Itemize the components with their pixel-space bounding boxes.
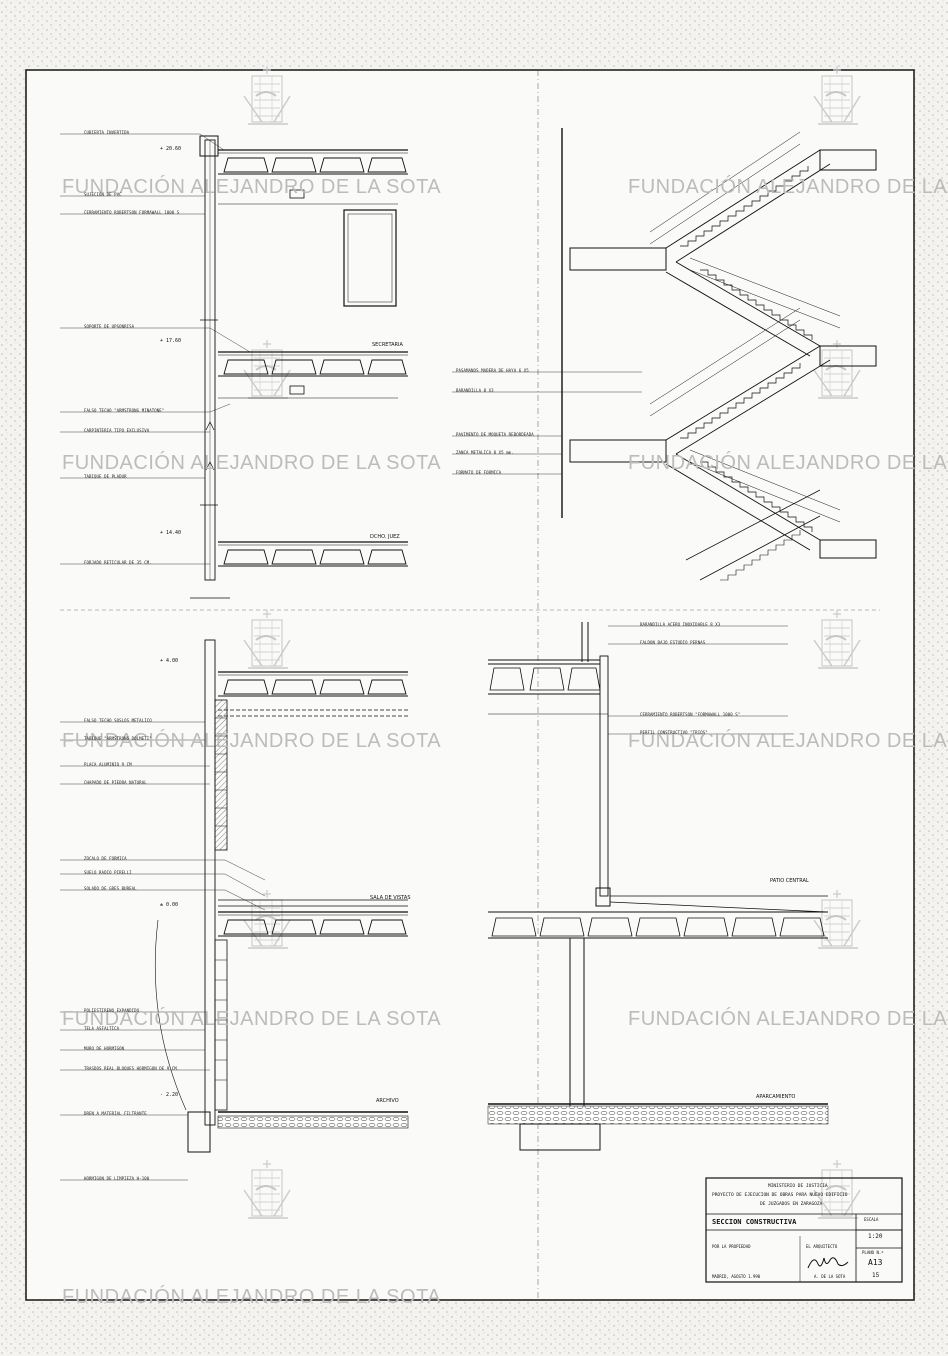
level-mark: + 20.60 xyxy=(160,146,182,152)
place-date: MADRID, AGOSTO 1.990 xyxy=(712,1274,761,1279)
drawing-area xyxy=(26,70,914,1300)
property-label: POR LA PROPIEDAD xyxy=(712,1244,751,1249)
annotation-label: ZANCA METALICA 8 X5 mm. xyxy=(456,450,514,455)
annotation-label: CUBIERTA INVERTIDA xyxy=(84,130,130,135)
stair-section xyxy=(452,128,877,581)
title-block-frame xyxy=(705,1177,903,1283)
scale-value: 1:20 xyxy=(868,1233,883,1240)
watermark-text: FUNDACIÓN ALEJANDRO DE LA SOTA xyxy=(62,730,442,752)
watermark-text: FUNDACIÓN ALEJANDRO DE LA SOTA xyxy=(628,730,948,752)
annotation-label: HORMIGON DE LIMPIEZA H-100 xyxy=(84,1176,150,1181)
lower-right-section xyxy=(487,622,829,1151)
annotation-label: FORMATO DE FORMICA xyxy=(456,470,502,475)
annotation-label: SUJECION DE PVC xyxy=(84,192,122,197)
watermark-text: FUNDACIÓN ALEJANDRO DE LA SOTA xyxy=(62,1286,442,1308)
annotation-label: PASAMANOS MADERA DE HAYA 6 X5 xyxy=(456,368,529,373)
annotation-label: FALSO TECHO "ARMSTRONG MINATONE" xyxy=(84,408,165,413)
level-mark: + 17.60 xyxy=(160,338,182,344)
room-label-sala-vistas: SALA DE VISTAS xyxy=(370,895,411,901)
room-label-aparcamiento: APARCAMIENTO xyxy=(756,1094,796,1100)
scale-label: ESCALA xyxy=(864,1217,879,1222)
annotation-label: TRASDOS REAL BLOQUES HORMIGON DE 9 CM. xyxy=(84,1066,180,1071)
annotation-label: TABIQUE DE PLADUR xyxy=(84,474,127,479)
annotation-label: FALSO TECHO SOSLOS METALICO xyxy=(84,718,152,723)
title-block-project-line2: DE JUZGADOS EN ZARAGOZA xyxy=(760,1202,823,1207)
watermark-text: FUNDACIÓN ALEJANDRO DE LA SOTA xyxy=(62,1008,442,1030)
annotation-label: CERRAMIENTO ROBERTSON FORMAWALL 1000 S xyxy=(84,210,180,215)
annotation-label: CARPINTERIA TIPO EXCLUSIVA xyxy=(84,428,150,433)
annotation-label: CHAPADO DE PIEDRA NATURAL xyxy=(84,780,147,785)
annotation-label: SOPORTE DE UPSONRISA xyxy=(84,324,135,329)
level-mark: + 14.40 xyxy=(160,530,182,536)
annotation-label: TABIQUE "ARMSTRONG DOLMETI" xyxy=(84,736,152,741)
architect-name: A. DE LA SOTA xyxy=(814,1274,846,1279)
annotation-label: PERFIL CONSTRUCTIVO "TRIOS" xyxy=(640,730,708,735)
sheet-number: 15 xyxy=(872,1272,880,1279)
annotation-label: SUELO RADIO PIRELLI xyxy=(84,870,132,875)
annotation-label: ZOCALO DE FORMICA xyxy=(84,856,127,861)
door-elevation xyxy=(343,209,397,307)
room-label-secretaria: SECRETARIA xyxy=(372,342,403,348)
annotation-label: POLIESTIRENO EXPANDIDO xyxy=(84,1008,140,1013)
annotation-label: MURO DE HORMIGON xyxy=(84,1046,125,1051)
annotation-label: FALDON BAJO ESTUDIO PERNAS xyxy=(640,640,706,645)
level-mark: ± 0.00 xyxy=(160,902,179,908)
annotation-label: PAVIMENTO DE MOQUETA REBORDEADA xyxy=(456,432,534,437)
upper-left-section xyxy=(60,133,409,599)
lower-left-section xyxy=(60,639,409,1181)
watermark-text: FUNDACIÓN ALEJANDRO DE LA SOTA xyxy=(62,452,442,474)
sheet-border xyxy=(25,69,915,1301)
level-mark: + 4.00 xyxy=(160,658,179,664)
title-block-ministry: MINISTERIO DE JUSTICIA xyxy=(768,1184,828,1189)
level-mark: - 2.20 xyxy=(160,1092,179,1098)
watermark-text: FUNDACIÓN ALEJANDRO DE LA SOTA xyxy=(62,176,442,198)
watermark-text: FUNDACIÓN ALEJANDRO DE LA SOTA xyxy=(628,452,948,474)
annotation-label: TELA ASFALTICA xyxy=(84,1026,120,1031)
annotation-label: PLACA ALUMINIO 9 CM xyxy=(84,762,132,767)
annotation-label: FORJADO RETICULAR DE 35 CM. xyxy=(84,560,152,565)
drawing-title: SECCION CONSTRUCTIVA xyxy=(712,1218,797,1226)
annotation-label: CERRAMIENTO ROBERTSON "FORMAWALL 1000 S" xyxy=(640,712,741,717)
annotation-label: BARANDILLA ACERO INOXIDABLE 8 X3 xyxy=(640,622,721,627)
watermark-text: FUNDACIÓN ALEJANDRO DE LA SOTA xyxy=(628,1008,948,1030)
plan-number: A13 xyxy=(868,1258,883,1267)
architect-label: EL ARQUITECTO xyxy=(806,1244,838,1249)
room-label-patio-central: PATIO CENTRAL xyxy=(770,878,809,884)
plan-label: PLANO N.º xyxy=(862,1250,884,1255)
annotation-label: BARANDILLA 8 X3 xyxy=(456,388,494,393)
title-block-project-line1: PROYECTO DE EJECUCION DE OBRAS PARA NUEV… xyxy=(712,1193,848,1198)
room-label-dcho-juez: DCHO. JUEZ xyxy=(370,534,400,540)
architect-signature xyxy=(807,1257,849,1269)
annotation-label: DREN A MATERIAL FILTRANTE xyxy=(84,1111,147,1116)
room-label-archivo: ARCHIVO xyxy=(376,1098,399,1104)
watermark-text: FUNDACIÓN ALEJANDRO DE LA SOTA xyxy=(628,176,948,198)
annotation-label: SOLADO DE GRES BUREAL xyxy=(84,886,137,891)
